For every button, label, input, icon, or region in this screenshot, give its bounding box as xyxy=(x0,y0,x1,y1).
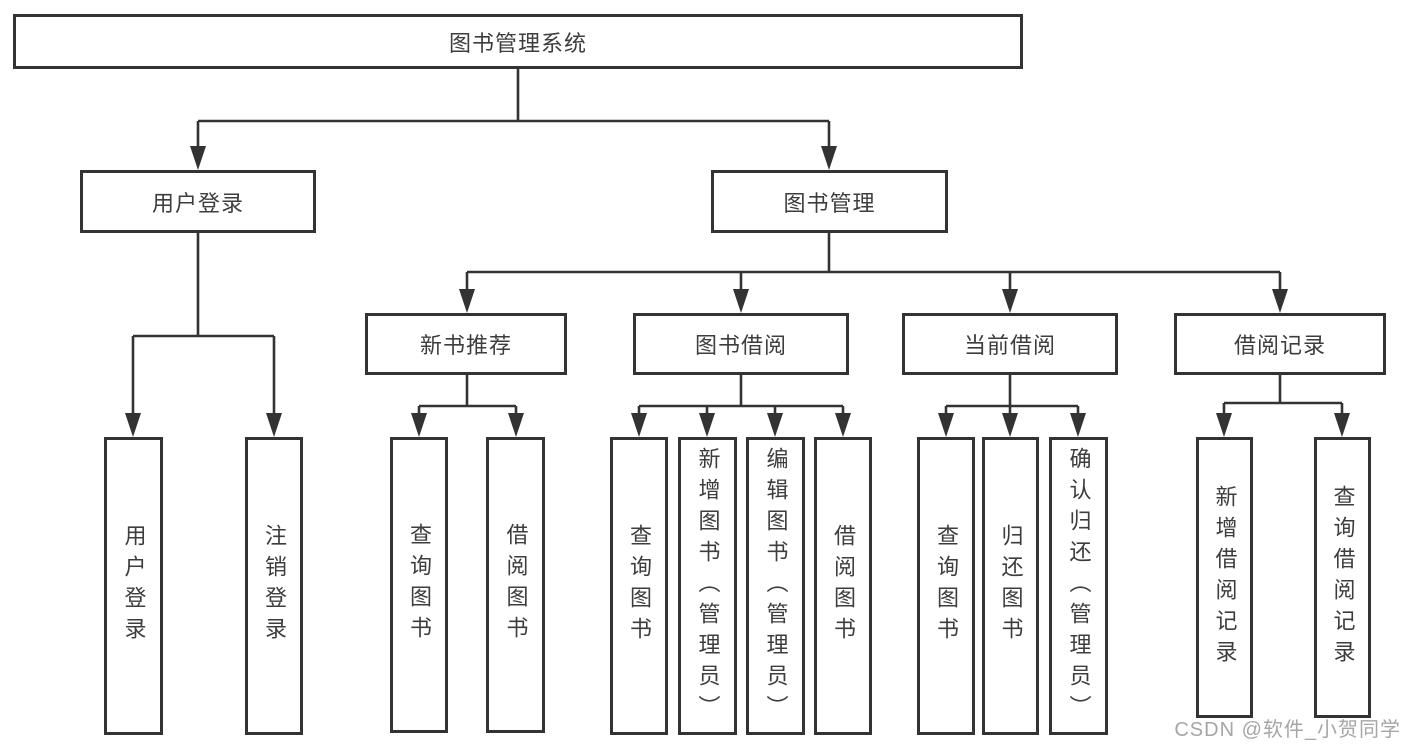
node-label: 新增借阅记录 xyxy=(1212,484,1238,671)
node-label: 确认归还（管理员） xyxy=(1066,446,1092,726)
csdn-watermark: CSDN @软件_小贺同学 xyxy=(1174,719,1401,741)
arrowhead-icon xyxy=(699,413,715,437)
leaf-borrow-borrow-books: 借阅图书 xyxy=(814,437,872,735)
node-label: 查询图书 xyxy=(627,524,652,648)
node-label: 用户登录 xyxy=(151,190,244,216)
node-label: 借阅图书 xyxy=(831,524,856,648)
arrowhead-icon xyxy=(767,413,783,437)
node-label: 图书管理系统 xyxy=(448,30,587,56)
node-label: 图书借阅 xyxy=(694,333,787,358)
arrowhead-icon xyxy=(190,146,206,170)
arrowhead-icon xyxy=(835,413,851,437)
arrowhead-icon xyxy=(125,413,141,437)
leaf-borrow-add-book-admin: 新增图书（管理员） xyxy=(678,437,737,735)
node-label: 图书管理 xyxy=(783,190,876,216)
arrowhead-icon xyxy=(1070,413,1086,437)
node-library-management-system: 图书管理系统 xyxy=(13,14,1023,69)
arrowhead-icon xyxy=(1272,289,1288,313)
arrowhead-icon xyxy=(508,413,524,437)
leaf-current-confirm-return-admin: 确认归还（管理员） xyxy=(1049,437,1108,735)
leaf-borrow-query-books: 查询图书 xyxy=(610,437,668,735)
arrowhead-icon xyxy=(1334,413,1350,437)
node-label: 用户登录 xyxy=(121,524,147,648)
node-label: 新增图书（管理员） xyxy=(695,446,721,726)
arrowhead-icon xyxy=(411,413,427,437)
leaf-logout: 注销登录 xyxy=(245,437,303,735)
arrowhead-icon xyxy=(1002,413,1018,437)
leaf-newbook-query-books: 查询图书 xyxy=(390,437,448,733)
node-label: 借阅记录 xyxy=(1233,333,1326,358)
leaf-current-query-books: 查询图书 xyxy=(917,437,975,735)
node-borrowing-records: 借阅记录 xyxy=(1174,313,1386,375)
arrowhead-icon xyxy=(266,413,282,437)
leaf-newbook-borrow-books: 借阅图书 xyxy=(486,437,545,733)
node-label: 查询图书 xyxy=(407,523,432,647)
arrowhead-icon xyxy=(733,289,749,313)
arrowhead-icon xyxy=(1216,413,1232,437)
leaf-user-login: 用户登录 xyxy=(104,437,163,735)
node-book-borrowing: 图书借阅 xyxy=(633,313,849,375)
node-label: 查询借阅记录 xyxy=(1330,484,1356,671)
node-label: 当前借阅 xyxy=(963,333,1056,358)
node-book-management: 图书管理 xyxy=(711,170,948,233)
node-current-borrowing: 当前借阅 xyxy=(902,313,1118,375)
leaf-records-add-record: 新增借阅记录 xyxy=(1196,437,1253,718)
node-label: 查询图书 xyxy=(934,524,959,648)
node-label: 注销登录 xyxy=(262,524,287,648)
leaf-borrow-edit-book-admin: 编辑图书（管理员） xyxy=(746,437,805,735)
node-label: 新书推荐 xyxy=(419,333,512,358)
arrowhead-icon xyxy=(1002,289,1018,313)
arrowhead-icon xyxy=(459,289,475,313)
node-user-login: 用户登录 xyxy=(80,170,316,233)
arrowhead-icon xyxy=(631,413,647,437)
arrowhead-icon xyxy=(821,146,837,170)
leaf-current-return-books: 归还图书 xyxy=(982,437,1039,735)
node-label: 归还图书 xyxy=(998,524,1024,648)
arrowhead-icon xyxy=(938,413,954,437)
node-new-book-recommendation: 新书推荐 xyxy=(365,313,567,375)
node-label: 编辑图书（管理员） xyxy=(763,446,789,726)
leaf-records-query-record: 查询借阅记录 xyxy=(1314,437,1371,718)
node-label: 借阅图书 xyxy=(503,523,529,647)
